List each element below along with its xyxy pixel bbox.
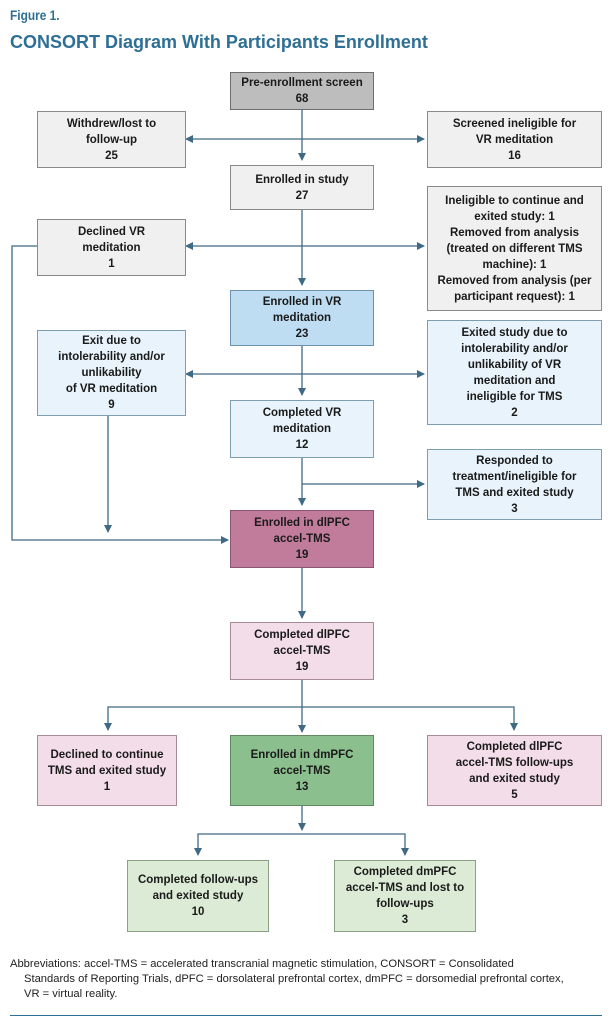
enrolled-study-box: Enrolled in study 27	[230, 165, 374, 210]
responded-box: Responded to treatment/ineligible for TM…	[427, 449, 602, 520]
bottom-rule	[10, 1015, 602, 1016]
completed-vr-box: Completed VR meditation 12	[230, 400, 374, 458]
ineligible-continue-box: Ineligible to continue and exited study:…	[427, 186, 602, 311]
withdrew-box: Withdrew/lost to follow-up 25	[37, 111, 186, 168]
arrow-declined-to-dlpfc	[11, 245, 229, 544]
figure-title: CONSORT Diagram With Participants Enroll…	[10, 32, 428, 52]
arrow-dmpfc-split-left	[194, 833, 302, 856]
enrolled-dmpfc-box: Enrolled in dmPFC accel-TMS 13	[230, 735, 374, 806]
exit-intolerability-box: Exit due to intolerability and/or unlika…	[37, 330, 186, 416]
arrow-split-left	[104, 706, 302, 731]
declined-vr-box: Declined VR meditation 1	[37, 219, 186, 276]
enrolled-dlpfc-box: Enrolled in dlPFC accel-TMS 19	[230, 510, 374, 568]
figure-label: Figure 1.	[10, 7, 60, 23]
arrow-dmpfc-split-right	[302, 833, 409, 856]
completed-dmpfc-lost-box: Completed dmPFC accel-TMS and lost to fo…	[334, 860, 476, 932]
exited-intolerability-tms-box: Exited study due to intolerability and/o…	[427, 320, 602, 425]
abbreviations-note: Abbreviations: accel-TMS = accelerated t…	[10, 958, 564, 1000]
declined-continue-box: Declined to continue TMS and exited stud…	[37, 735, 177, 806]
screened-ineligible-box: Screened ineligible for VR meditation 16	[427, 111, 602, 168]
completed-dlpfc-followups-box: Completed dlPFC accel-TMS follow-ups and…	[427, 735, 602, 806]
enrolled-vr-box: Enrolled in VR meditation 23	[230, 290, 374, 346]
completed-followups-box: Completed follow-ups and exited study 10	[127, 860, 269, 932]
flow-connectors	[11, 110, 518, 856]
pre-enrollment-box: Pre-enrollment screen 68	[230, 72, 374, 110]
completed-dlpfc-box: Completed dlPFC accel-TMS 19	[230, 622, 374, 680]
arrow-split-right	[302, 706, 518, 731]
